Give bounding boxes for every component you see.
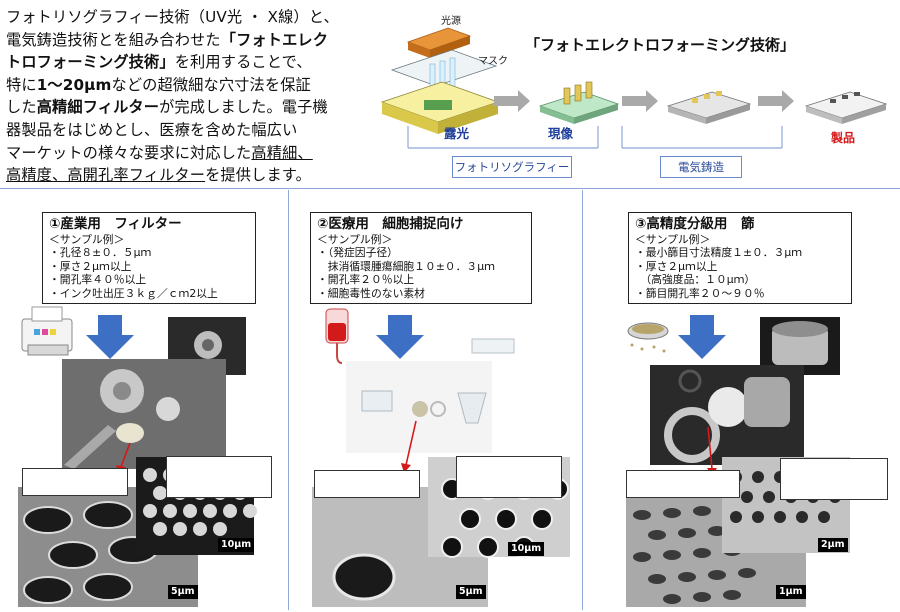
panel-3-spec-item: ・厚さ２μｍ以上 bbox=[635, 259, 718, 273]
exposure-label: 露光 bbox=[444, 126, 470, 141]
intro-text: した bbox=[6, 98, 37, 117]
intro-text: などの超微細な穴寸法を保証 bbox=[111, 75, 311, 94]
process-arrow-3 bbox=[758, 90, 794, 112]
intro-underlined: 高精細、 bbox=[251, 143, 313, 162]
panel-1-spec-item: ・厚さ２μｍ以上 bbox=[49, 259, 132, 273]
panel-2-spec-item: 抹消循環腫瘍細胞１０±０．３μｍ bbox=[317, 259, 495, 273]
development-illustration bbox=[538, 81, 620, 124]
intro-line: 高精度、高開孔率フィルターを提供します。 bbox=[6, 164, 356, 187]
sem-caption-box: ​ bbox=[22, 468, 128, 496]
sem-caption-text: ​ bbox=[29, 473, 121, 484]
sem-caption-box: ​ bbox=[166, 456, 272, 498]
intro-text: を利用することで、 bbox=[174, 53, 312, 72]
down-arrow-icon bbox=[678, 315, 726, 359]
intro-text: を提供します。 bbox=[205, 166, 311, 185]
panel-2-spec-item: ・細胞毒性のない素材 bbox=[317, 286, 425, 300]
development-label: 現像 bbox=[548, 126, 574, 141]
panel-3-title: ③高精度分級用 篩 bbox=[635, 216, 755, 232]
panel-1-title: ①産業用 フィルター bbox=[49, 216, 182, 232]
intro-text: 電気鋳造技術とを組み合わせた bbox=[6, 30, 221, 49]
panel-2-spec-item: ・（発症因子径） bbox=[317, 246, 398, 260]
intro-line: 特に1～20μmなどの超微細な穴寸法を保証 bbox=[6, 74, 356, 97]
panel-1-spec-item: ・孔径８±０．５μｍ bbox=[49, 246, 152, 260]
scale-bar-label: 1μm bbox=[776, 585, 806, 599]
panel-1-spec-item: ・開孔率４０％以上 bbox=[49, 273, 147, 287]
scale-bar-label: 5μm bbox=[456, 585, 486, 599]
sem-caption-text: ​ bbox=[463, 461, 555, 472]
scale-bar-label: 2μm bbox=[818, 538, 848, 552]
sieve-icon bbox=[627, 322, 669, 353]
down-arrow-icon bbox=[86, 315, 134, 359]
intro-paragraph: フォトリソグラフィー技術（UV光 ・ X線）と、 電気鋳造技術とを組み合わせた「… bbox=[6, 6, 356, 187]
sem-caption-box: ​ bbox=[314, 470, 420, 498]
intro-line: 器製品をはじめとし、医療を含めた幅広い bbox=[6, 119, 356, 142]
light-source-label: 光源 bbox=[441, 14, 461, 27]
intro-text: 特に bbox=[6, 75, 37, 94]
panel-2-spec-box: ②医療用 細胞捕捉向け ＜サンプル例＞ ・（発症因子径） 抹消循環腫瘍細胞１０±… bbox=[310, 212, 532, 304]
panel-3-spec-item: ・篩目開孔率２０～９０％ bbox=[635, 286, 765, 300]
product-illustration bbox=[804, 91, 888, 124]
sem-caption-box: ​ bbox=[626, 470, 740, 498]
product-label: 製品 bbox=[830, 130, 855, 145]
process-arrow-1 bbox=[494, 90, 530, 112]
column-divider bbox=[582, 190, 583, 610]
panel-3-spec-box: ③高精度分級用 篩 ＜サンプル例＞ ・最小篩目寸法精度１±０．３μｍ ・厚さ２μ… bbox=[628, 212, 852, 304]
intro-text: マーケットの様々な要求に対応した bbox=[6, 143, 252, 162]
panel-3-sample-heading: ＜サンプル例＞ bbox=[635, 233, 711, 246]
column-divider bbox=[288, 190, 289, 610]
process-diagram: 光源 マスク 露光 現像 製品 bbox=[380, 14, 888, 149]
intro-line: フォトリソグラフィー技術（UV光 ・ X線）と、 bbox=[6, 6, 356, 29]
panel-2-images bbox=[312, 308, 570, 607]
intro-line: トロフォーミング技術」を利用することで、 bbox=[6, 51, 356, 74]
printer-icon bbox=[21, 306, 73, 356]
intro-line: した高精細フィルターが完成しました。電子機 bbox=[6, 96, 356, 119]
intro-emphasis: 「フォトエレク bbox=[220, 30, 329, 49]
process-title: 「フォトエレクトロフォーミング技術」 bbox=[525, 36, 796, 54]
section-divider bbox=[0, 188, 900, 189]
intro-text: 器製品をはじめとし、医療を含めた幅広い bbox=[6, 120, 298, 139]
scale-bar-label: 5μm bbox=[168, 585, 198, 599]
panel-2-title: ②医療用 細胞捕捉向け bbox=[317, 216, 464, 232]
photolithography-tag: フォトリソグラフィー bbox=[452, 156, 572, 178]
intro-underlined: 高精度、高開孔率フィルター bbox=[6, 166, 206, 185]
sem-caption-box: ​ bbox=[456, 456, 562, 498]
electroforming-illustration bbox=[666, 91, 752, 124]
scale-bar-label: 10μm bbox=[218, 538, 255, 552]
sem-caption-text: ​ bbox=[787, 463, 881, 474]
sem-caption-text: ​ bbox=[173, 461, 265, 472]
intro-emphasis: 1～20μm bbox=[36, 75, 112, 94]
intro-emphasis: 高精細フィルター bbox=[36, 98, 160, 117]
panel-3-spec-item: ・最小篩目寸法精度１±０．３μｍ bbox=[635, 246, 803, 260]
exposure-apparatus-illustration bbox=[380, 27, 500, 134]
intro-text: が完成しました。電子機 bbox=[159, 98, 328, 117]
process-arrow-2 bbox=[622, 90, 658, 112]
panel-1-sample-heading: ＜サンプル例＞ bbox=[49, 233, 125, 246]
sem-caption-box: ​ bbox=[780, 458, 888, 500]
mask-label: マスク bbox=[478, 55, 508, 67]
sem-caption-text: ​ bbox=[321, 475, 413, 486]
intro-emphasis: トロフォーミング技術」 bbox=[6, 53, 175, 72]
iv-bag-icon bbox=[325, 308, 349, 364]
electroforming-tag: 電気鋳造 bbox=[660, 156, 742, 178]
panel-3-spec-item: （高強度品：１０μｍ） bbox=[635, 273, 756, 287]
down-arrow-icon bbox=[376, 315, 424, 359]
panel-2-sample-heading: ＜サンプル例＞ bbox=[317, 233, 393, 246]
scale-bar-label: 10μm bbox=[508, 542, 545, 556]
intro-line: 電気鋳造技術とを組み合わせた「フォトエレク bbox=[6, 29, 356, 52]
panel-2-spec-item: ・開孔率２０％以上 bbox=[317, 273, 415, 287]
intro-line: マーケットの様々な要求に対応した高精細、 bbox=[6, 142, 356, 165]
intro-text: フォトリソグラフィー技術（UV光 ・ X線）と、 bbox=[6, 8, 339, 26]
panel-1-spec-item: ・インク吐出圧３ｋｇ／ｃｍ2以上 bbox=[49, 286, 218, 300]
panel-1-spec-box: ①産業用 フィルター ＜サンプル例＞ ・孔径８±０．５μｍ ・厚さ２μｍ以上 ・… bbox=[42, 212, 256, 304]
sem-caption-text: ​ bbox=[633, 475, 733, 486]
